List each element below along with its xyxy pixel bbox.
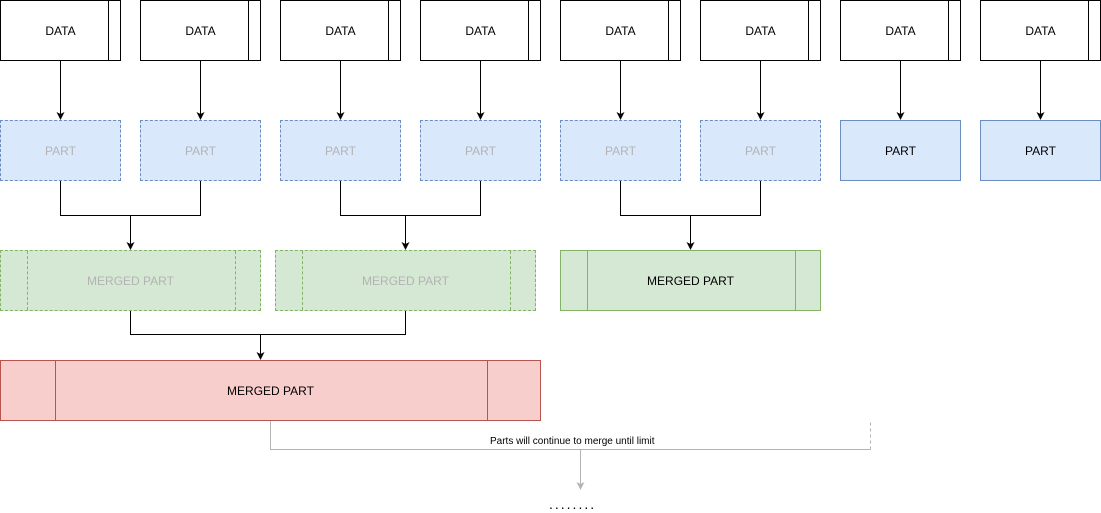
connector-continue-merge: [270, 421, 871, 450]
data-box-label: DATA: [185, 23, 216, 38]
part-box-label: PART: [1025, 143, 1056, 158]
data-box-label: DATA: [465, 23, 496, 38]
part-box-label: PART: [885, 143, 916, 158]
connector-part5-part6: [620, 181, 761, 216]
part-box-label: PART: [745, 143, 776, 158]
part-box-label: PART: [465, 143, 496, 158]
data-box-label: DATA: [885, 23, 916, 38]
data-box-label: DATA: [1025, 23, 1056, 38]
connector-part1-part2: [60, 181, 201, 216]
part-box: PART: [980, 120, 1101, 181]
part-box-merged-away: PART: [140, 120, 261, 181]
merged-part-label: MERGED PART: [362, 273, 449, 288]
part-box-label: PART: [45, 143, 76, 158]
connector-part3-part4: [340, 181, 481, 216]
merged-part-box: MERGED PART: [560, 250, 821, 311]
part-box-label: PART: [325, 143, 356, 158]
final-merged-part-label: MERGED PART: [227, 383, 314, 398]
continue-merge-note: Parts will continue to merge until limit: [490, 436, 655, 447]
merged-part-label: MERGED PART: [87, 273, 174, 288]
data-box: DATA: [280, 0, 401, 61]
data-box: DATA: [420, 0, 541, 61]
data-box-label: DATA: [745, 23, 776, 38]
part-box-merged-away: PART: [280, 120, 401, 181]
part-box: PART: [840, 120, 961, 181]
part-box-merged-away: PART: [560, 120, 681, 181]
data-box: DATA: [0, 0, 121, 61]
part-box-merged-away: PART: [0, 120, 121, 181]
part-box-merged-away: PART: [420, 120, 541, 181]
merged-part-box-merged-away: MERGED PART: [275, 250, 536, 311]
data-box-label: DATA: [605, 23, 636, 38]
data-box-label: DATA: [325, 23, 356, 38]
ellipsis: ........: [549, 496, 597, 512]
merged-part-box-merged-away: MERGED PART: [0, 250, 261, 311]
data-box: DATA: [560, 0, 681, 61]
data-box: DATA: [700, 0, 821, 61]
part-box-label: PART: [605, 143, 636, 158]
data-box: DATA: [980, 0, 1101, 61]
part-box-label: PART: [185, 143, 216, 158]
final-merged-part-box: MERGED PART: [0, 360, 541, 421]
merged-part-label: MERGED PART: [647, 273, 734, 288]
data-box: DATA: [840, 0, 961, 61]
data-box-label: DATA: [45, 23, 76, 38]
part-box-merged-away: PART: [700, 120, 821, 181]
data-box: DATA: [140, 0, 261, 61]
connector-merged1-merged2: [130, 311, 406, 335]
